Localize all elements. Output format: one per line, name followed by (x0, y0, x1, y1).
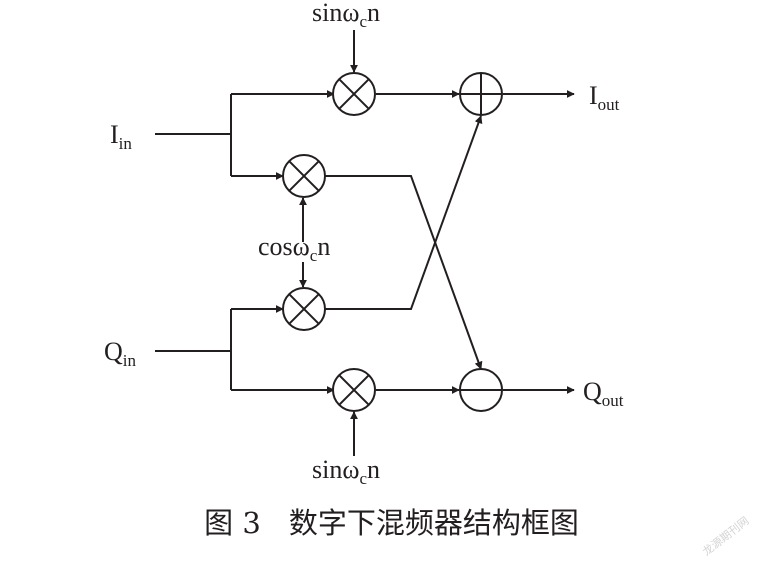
label-i-in: Iin (110, 120, 132, 153)
ddc-block-diagram: Iin Qin Iout Qout sinωcn cosωcn sinωcn (104, 0, 624, 488)
label-sin-bottom: sinωcn (312, 455, 380, 488)
label-sin-top: sinωcn (312, 0, 380, 31)
i-in-wiring (155, 90, 335, 180)
adder-node (459, 72, 503, 116)
label-q-out: Qout (583, 377, 624, 410)
wire-mult-2-to-subtractor (325, 175, 483, 370)
label-cos: cosωcn (258, 232, 330, 265)
q-in-wiring (155, 305, 335, 394)
multiplier-node-4 (332, 368, 376, 412)
subtractor-node (459, 368, 503, 412)
figure-number: 图 3 (204, 506, 261, 540)
multiplier-node-1 (332, 72, 376, 116)
figure-title: 数字下混频器结构框图 (288, 506, 579, 540)
wire-mult-3-to-adder (325, 115, 483, 310)
multiplier-node-3 (282, 287, 326, 331)
multiplier-node-2 (282, 154, 326, 198)
label-q-in: Qin (104, 337, 137, 370)
label-i-out: Iout (589, 81, 620, 114)
figure-caption: 图 3 数字下混频器结构框图 (0, 500, 783, 542)
